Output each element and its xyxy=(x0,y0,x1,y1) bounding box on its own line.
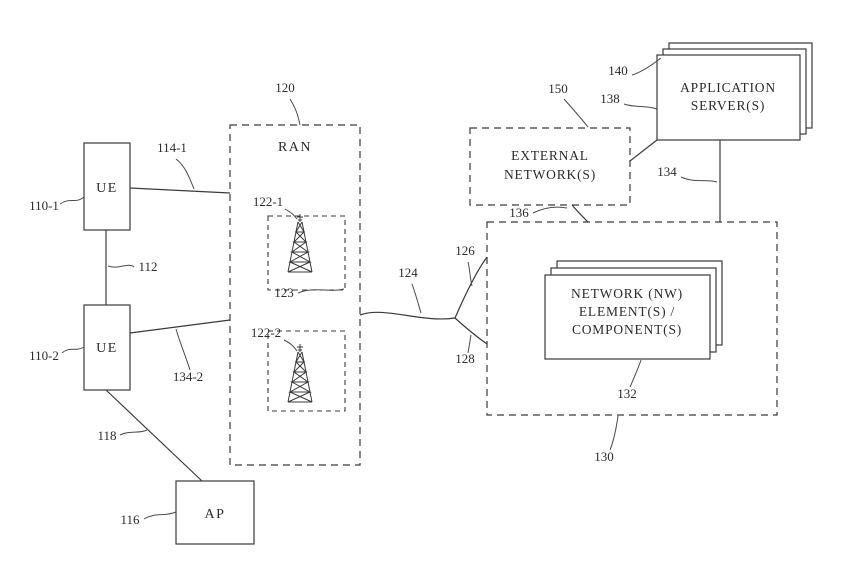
ref-110-1: 110-1 xyxy=(29,198,59,213)
leader-132 xyxy=(629,359,642,388)
leader-140 xyxy=(631,57,662,76)
base-station-tower-icon xyxy=(287,343,313,403)
leader-150 xyxy=(563,98,589,128)
network-element-stack: NETWORK (NW) ELEMENT(S) / COMPONENT(S) xyxy=(544,260,723,360)
ran-box xyxy=(229,124,361,466)
link-ue2-ap xyxy=(105,389,203,482)
link-branch-upper xyxy=(454,256,488,319)
ref-140: 140 xyxy=(608,63,628,78)
leader-128 xyxy=(467,334,472,354)
ref-138: 138 xyxy=(600,91,620,106)
cell-box-upper xyxy=(267,215,346,291)
application-server-box-front xyxy=(656,54,801,141)
ref-118: 118 xyxy=(97,428,116,443)
ref-120: 120 xyxy=(275,80,295,95)
ue2-box xyxy=(83,304,131,391)
leader-110-1 xyxy=(59,196,85,205)
ran-label: RAN xyxy=(278,140,312,155)
ref-116: 116 xyxy=(120,512,140,527)
leader-118 xyxy=(119,429,148,436)
ref-134: 134 xyxy=(657,164,677,179)
leader-134 xyxy=(680,176,718,183)
ap-label: AP xyxy=(205,507,226,522)
ref-124: 124 xyxy=(398,265,418,280)
ref-122-1: 122-1 xyxy=(253,194,283,209)
leader-136 xyxy=(532,206,568,214)
leader-110-2 xyxy=(61,346,85,354)
ref-132: 132 xyxy=(617,386,637,401)
link-external-core xyxy=(571,204,589,223)
leader-126 xyxy=(467,261,473,287)
ref-122-2: 122-2 xyxy=(251,325,281,340)
link-external-appserver xyxy=(629,139,658,162)
link-ue2-ran xyxy=(129,319,231,334)
ref-112: 112 xyxy=(138,259,157,274)
leader-130 xyxy=(609,415,619,451)
ref-134-2: 134-2 xyxy=(173,369,203,384)
leader-114-1 xyxy=(175,158,195,190)
leader-120 xyxy=(289,98,301,126)
ap-box xyxy=(175,480,255,545)
core-network-box xyxy=(486,221,778,416)
leader-134-2 xyxy=(175,328,191,371)
ue2-label: UE xyxy=(96,341,118,356)
application-server-label-line1: APPLICATION xyxy=(680,80,776,95)
cell-box-lower xyxy=(267,330,346,412)
ref-114-1: 114-1 xyxy=(157,140,187,155)
network-element-box-front xyxy=(544,274,711,360)
network-element-label-line2: ELEMENT(S) / xyxy=(579,304,675,319)
ref-130: 130 xyxy=(594,449,614,464)
leader-138 xyxy=(623,103,658,110)
ref-123: 123 xyxy=(274,285,294,300)
ref-136: 136 xyxy=(509,205,529,220)
application-server-label-line2: SERVER(S) xyxy=(691,98,765,113)
leader-112 xyxy=(107,264,135,268)
leader-122-2 xyxy=(283,339,298,352)
ue1-box xyxy=(83,142,131,231)
ue1-label: UE xyxy=(96,181,118,196)
leader-116 xyxy=(143,511,177,520)
ref-128: 128 xyxy=(455,351,475,366)
ref-110-2: 110-2 xyxy=(29,348,59,363)
application-server-stack: APPLICATION SERVER(S) xyxy=(656,42,813,141)
network-element-label-line1: NETWORK (NW) xyxy=(571,286,683,301)
link-ran-branch xyxy=(359,311,456,320)
leader-124 xyxy=(411,283,422,314)
ref-150: 150 xyxy=(548,81,568,96)
leader-123 xyxy=(297,288,345,294)
ref-126: 126 xyxy=(455,243,475,258)
network-element-label-line3: COMPONENT(S) xyxy=(572,322,682,337)
external-network-label-line2: NETWORK(S) xyxy=(504,167,596,182)
base-station-tower-icon xyxy=(287,213,313,273)
link-branch-lower xyxy=(454,317,488,345)
external-network-box xyxy=(469,127,631,206)
link-ue1-ran xyxy=(129,187,231,194)
external-network-label-line1: EXTERNAL xyxy=(511,148,589,163)
leader-122-1 xyxy=(284,208,298,220)
